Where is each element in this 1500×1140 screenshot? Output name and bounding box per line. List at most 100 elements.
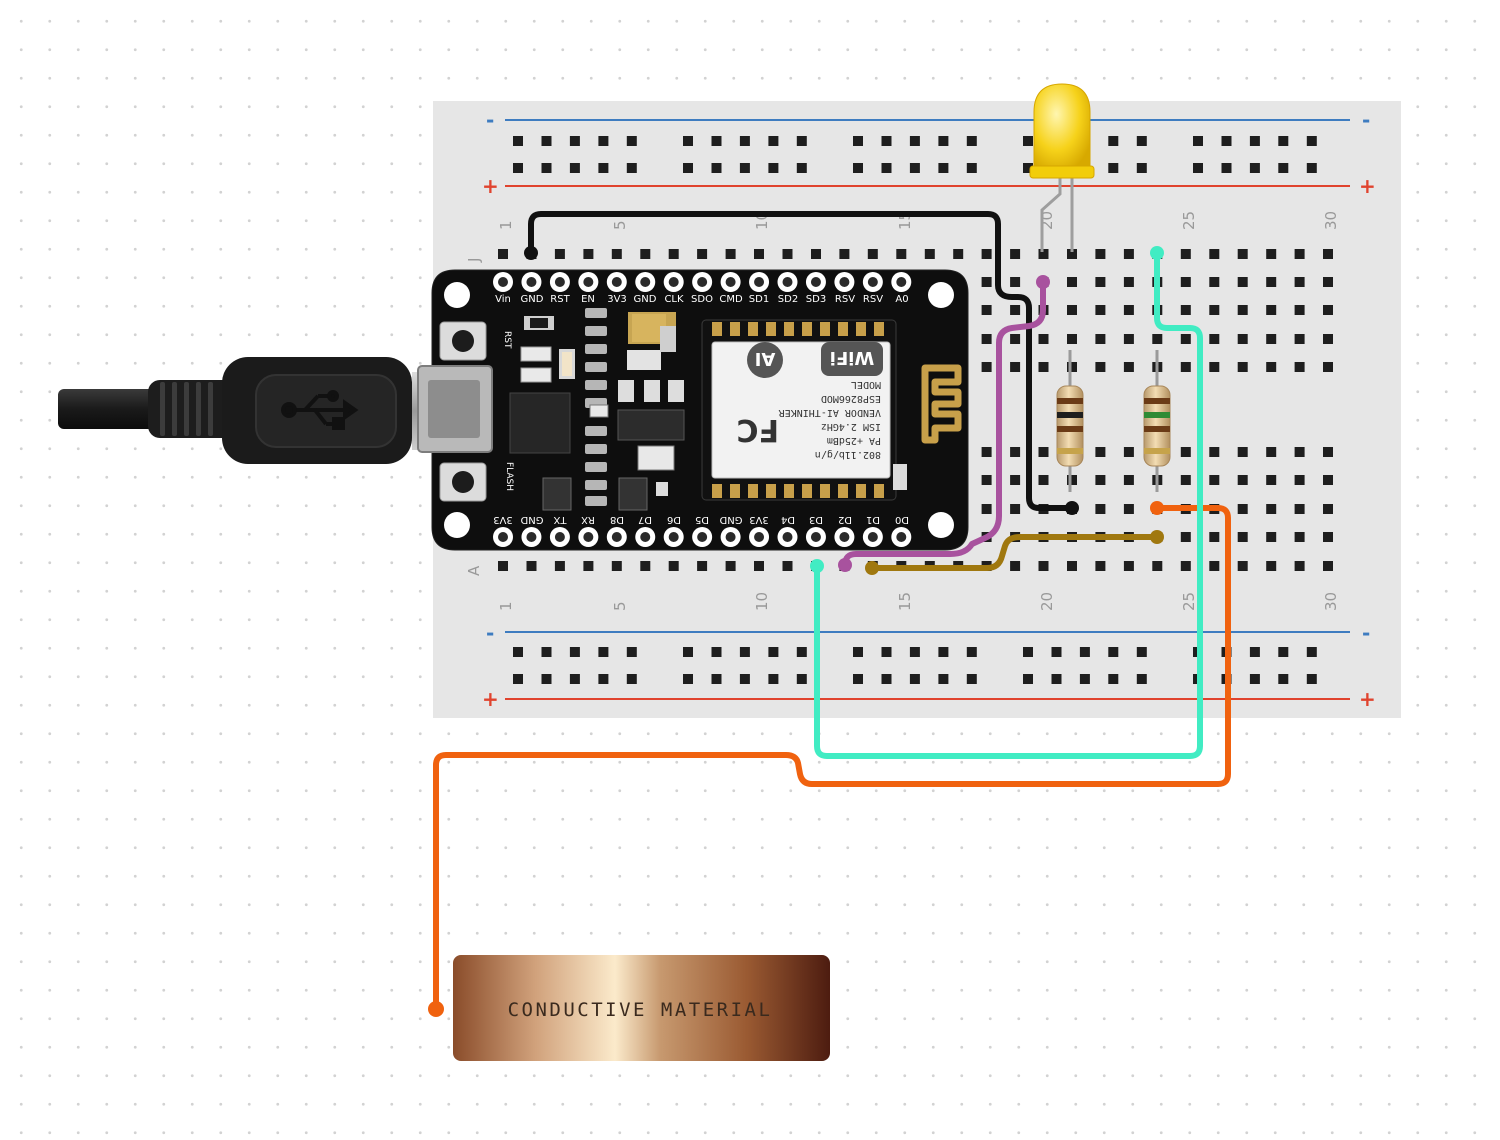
breadboard-hole [1152, 334, 1163, 344]
breadboard-hole [1038, 447, 1049, 457]
flash-button[interactable] [439, 462, 487, 502]
breadboard-hole [1010, 447, 1021, 457]
breadboard-hole [1038, 249, 1049, 259]
breadboard-hole [1323, 362, 1333, 372]
led [1029, 83, 1095, 252]
rail-sign-bottom-plus-left: + [482, 687, 499, 711]
breadboard-hole [1123, 305, 1134, 315]
ai-badge [747, 342, 783, 378]
breadboard-hole [938, 136, 949, 146]
breadboard-hole [739, 136, 750, 146]
wire-black-end [524, 246, 538, 260]
pin-label: D1 [866, 514, 880, 525]
mount-hole [928, 282, 954, 308]
breadboard-hole [1294, 475, 1305, 485]
pin-label: GND [634, 294, 657, 305]
breadboard-hole [1180, 334, 1191, 344]
breadboard-hole [981, 249, 992, 259]
rst-button[interactable] [439, 321, 487, 361]
breadboard-hole [1237, 561, 1248, 571]
breadboard-hole [1023, 163, 1033, 173]
pin-label: D4 [781, 514, 795, 525]
col-label: 1 [497, 601, 515, 611]
breadboard-hole [1266, 561, 1277, 571]
breadboard-hole [1123, 249, 1134, 259]
breadboard-hole [1010, 475, 1021, 485]
breadboard-hole [1266, 532, 1277, 542]
header-pin [578, 527, 599, 547]
header-pin [606, 527, 627, 547]
header-pin [663, 272, 684, 292]
breadboard-hole [1323, 532, 1333, 542]
breadboard-hole [1023, 674, 1033, 684]
breadboard-hole [1237, 447, 1248, 457]
breadboard-hole [583, 561, 594, 571]
breadboard-hole [725, 249, 736, 259]
breadboard-hole [853, 136, 863, 146]
breadboard-hole [554, 249, 565, 259]
breadboard-hole [1294, 334, 1305, 344]
breadboard-hole [1067, 475, 1077, 485]
breadboard-hole [513, 647, 523, 657]
breadboard-hole [1067, 561, 1077, 571]
breadboard-hole [626, 674, 637, 684]
col-label: 30 [1322, 211, 1340, 230]
breadboard-hole [541, 674, 552, 684]
breadboard-hole [683, 136, 693, 146]
breadboard-hole [1294, 305, 1305, 315]
wire-purple-end [838, 558, 852, 572]
breadboard-hole [909, 163, 920, 173]
breadboard-hole [938, 163, 949, 173]
header-pin [749, 527, 770, 547]
breadboard-hole [981, 475, 992, 485]
pin-label: D3 [809, 514, 823, 525]
breadboard-hole [513, 674, 523, 684]
breadboard-hole [1067, 277, 1077, 287]
top-pin-labels: Vin GND RST EN 3V3 GND CLK SDO CMD SD1 S… [495, 294, 908, 305]
breadboard-hole [853, 647, 863, 657]
col-label: 5 [611, 220, 629, 230]
breadboard-hole [1023, 647, 1033, 657]
rail-sign-top-plus-right: + [1359, 174, 1376, 198]
breadboard-hole [1237, 334, 1248, 344]
header-pin [692, 527, 713, 547]
breadboard-hole [626, 163, 637, 173]
pin-label: 3V3 [493, 514, 513, 525]
breadboard-hole [569, 163, 580, 173]
header-pin [834, 272, 855, 292]
header-pin [692, 272, 713, 292]
breadboard-hole [569, 136, 580, 146]
breadboard-hole [1180, 561, 1191, 571]
breadboard-hole [640, 561, 651, 571]
breadboard-hole [541, 163, 552, 173]
breadboard-hole [1323, 334, 1333, 344]
breadboard-hole [526, 561, 537, 571]
breadboard-hole [966, 163, 977, 173]
breadboard-hole [796, 647, 807, 657]
breadboard-hole [739, 163, 750, 173]
wire-orange-end [1150, 501, 1164, 515]
pin-label: SDO [691, 294, 713, 305]
header-pin [493, 527, 513, 547]
breadboard-hole [1136, 674, 1147, 684]
breadboard-hole [711, 674, 722, 684]
breadboard-hole [1323, 305, 1333, 315]
rail-sign-bottom-minus-right: - [1362, 621, 1370, 645]
breadboard-hole [569, 674, 580, 684]
breadboard-hole [782, 561, 793, 571]
usb-cable [58, 357, 472, 464]
breadboard-hole [611, 561, 622, 571]
breadboard-hole [1136, 136, 1147, 146]
conductive-material-label: CONDUCTIVE MATERIAL [508, 999, 773, 1021]
breadboard-hole [1095, 249, 1106, 259]
breadboard-hole [1136, 647, 1147, 657]
breadboard-hole [1152, 561, 1163, 571]
breadboard-hole [754, 249, 764, 259]
rail-sign-bottom-plus-right: + [1359, 687, 1376, 711]
module-text: 802.11b/g/n [815, 449, 881, 460]
breadboard-hole [1266, 277, 1277, 287]
header-pin [606, 272, 627, 292]
pin-label: RX [581, 514, 595, 525]
pin-label: D7 [638, 514, 652, 525]
breadboard-hole [1095, 475, 1106, 485]
